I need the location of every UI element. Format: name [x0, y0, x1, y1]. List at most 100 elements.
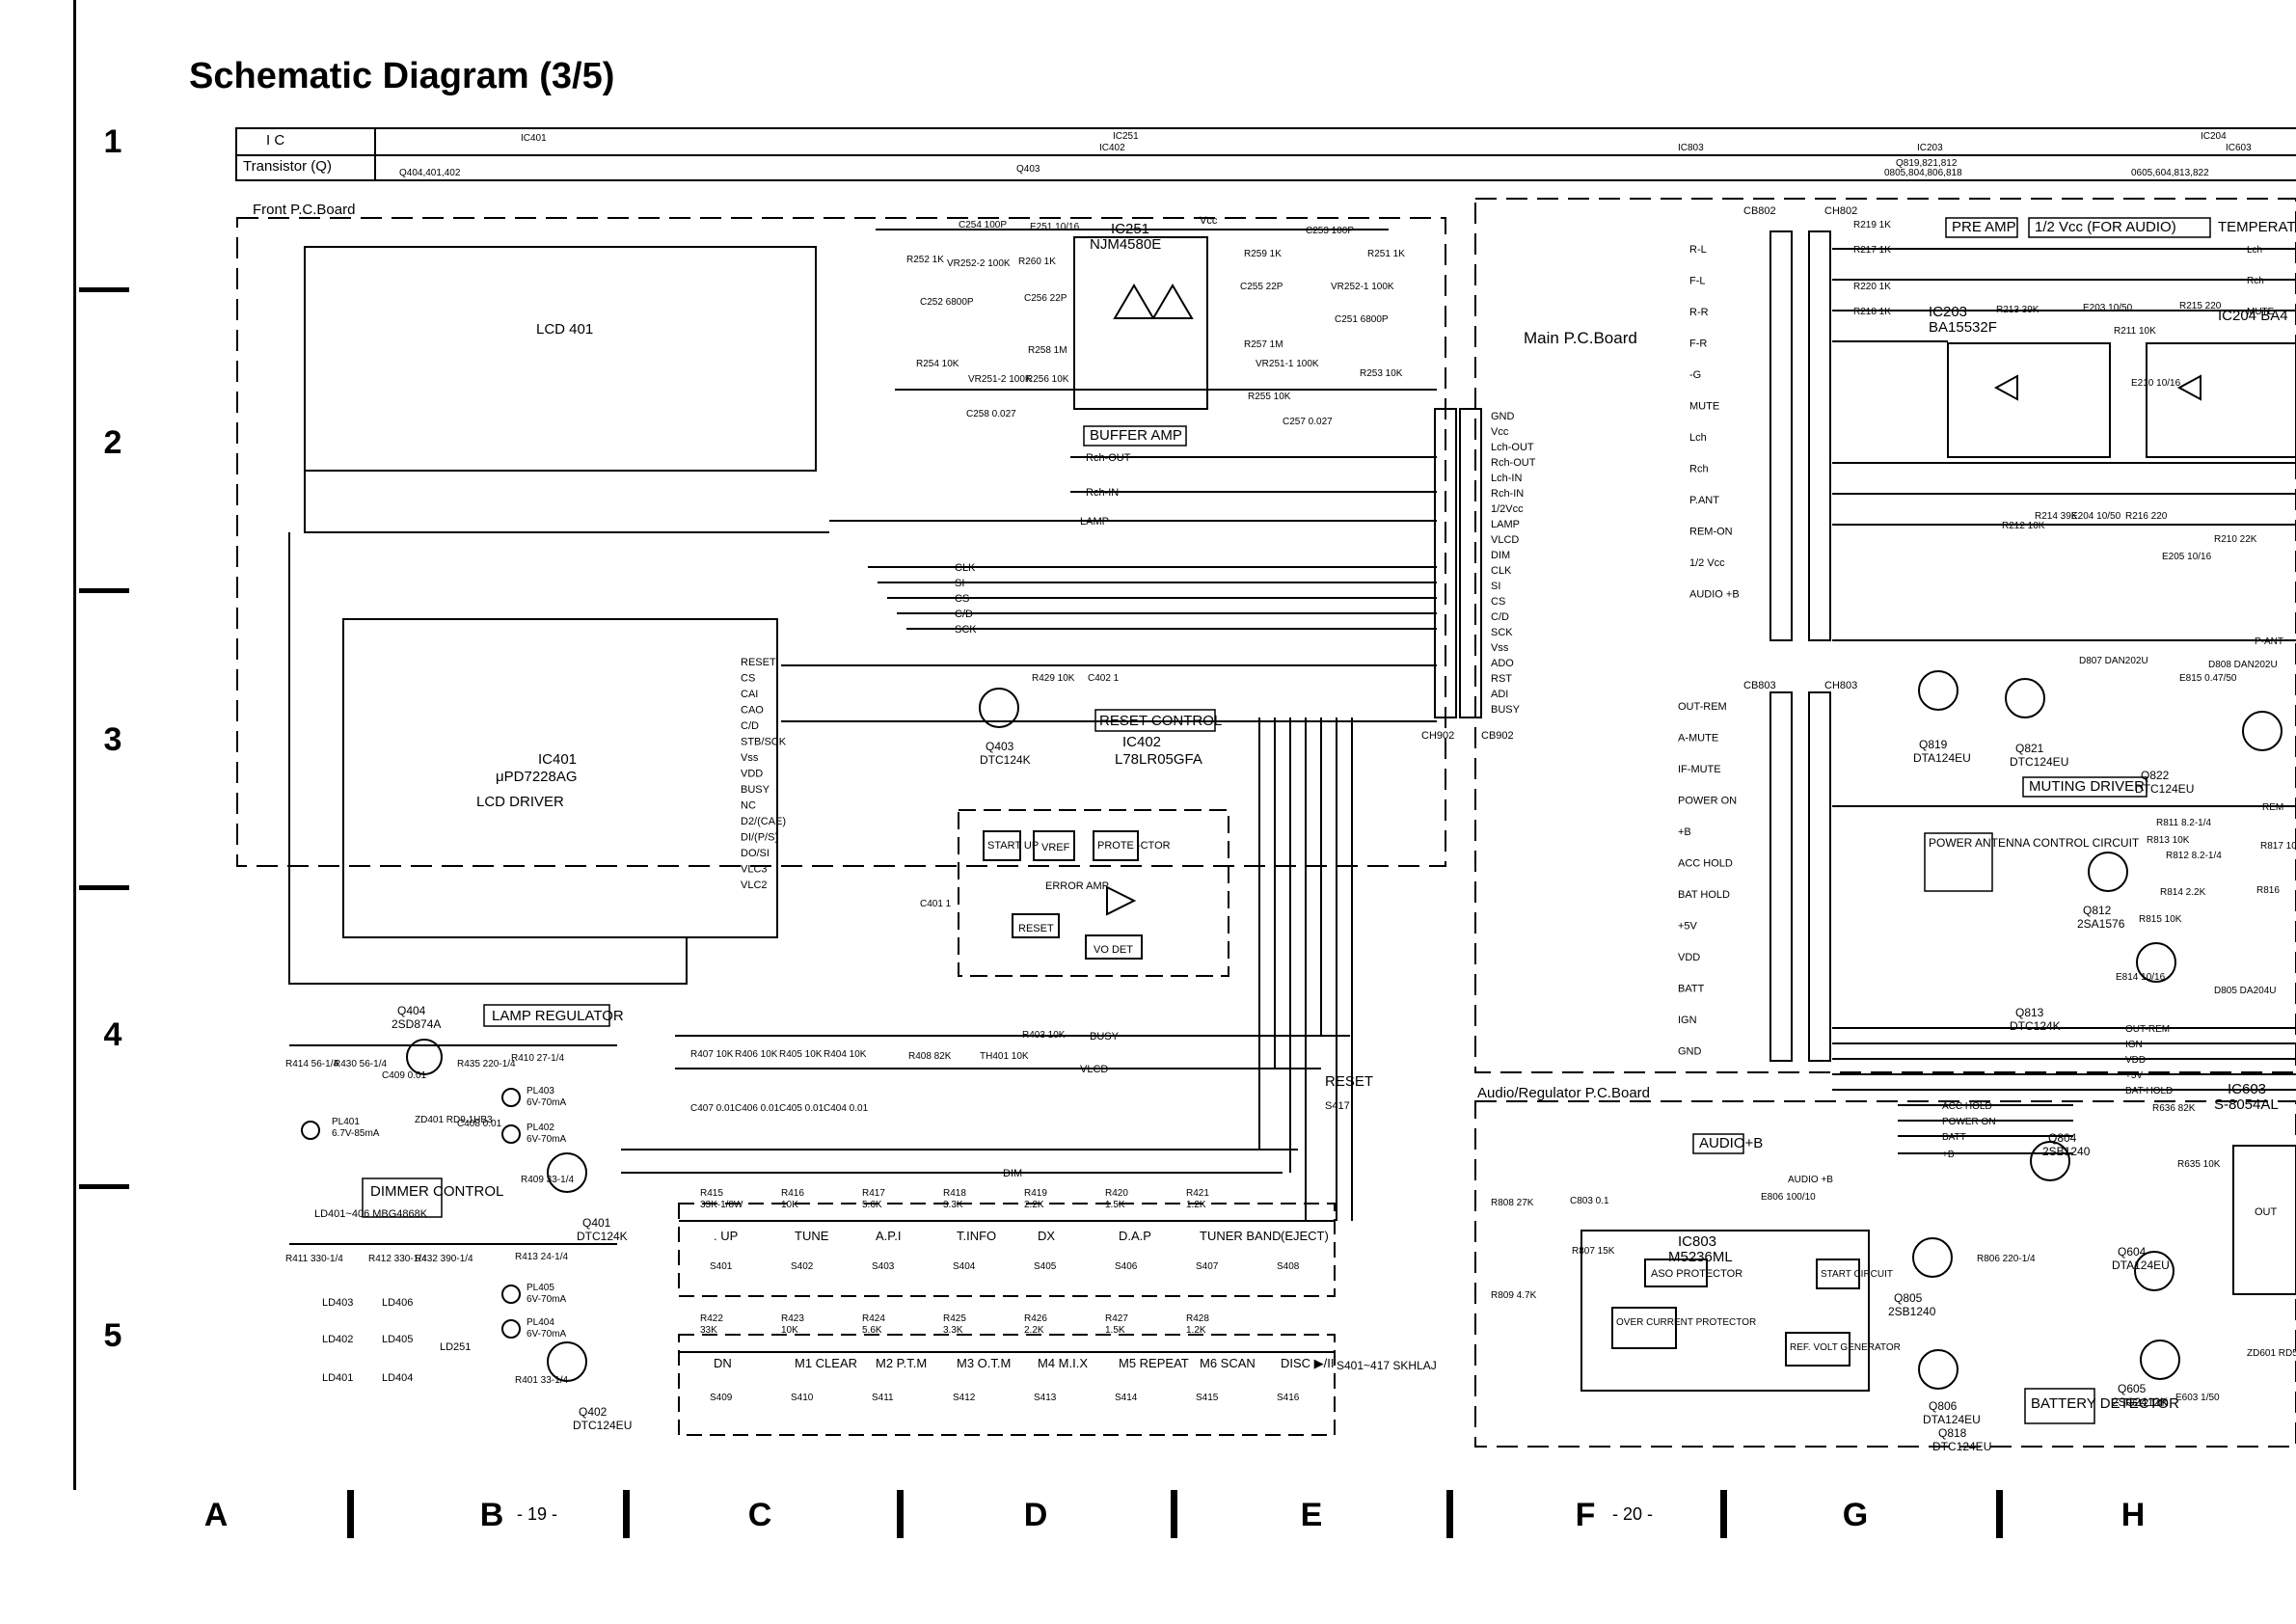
opamp-symbol — [1151, 284, 1194, 319]
component-label: C255 22P — [1240, 282, 1283, 292]
switch-ref: S403 — [872, 1261, 895, 1272]
connector-ch802 — [1808, 230, 1831, 641]
transistor-ref: Q402 — [579, 1405, 608, 1419]
transistor-part: 2SB1240 — [2042, 1145, 2091, 1158]
vo-det-block — [1085, 934, 1143, 960]
page-number-left: - 19 - — [517, 1504, 558, 1524]
component-label: R256 10K — [1026, 374, 1069, 385]
net-label: +B — [1942, 1150, 1955, 1160]
transistor-part: DTC124EU — [2010, 755, 2068, 769]
component-label: ZD401 RD9.1HB3 — [415, 1115, 493, 1125]
vo-det-label: VO DET — [1094, 944, 1133, 956]
transistor-part: 2SA1576 — [2077, 917, 2125, 931]
cb803-pin-label: +B — [1678, 826, 1691, 838]
switch-resistor-ref: R422 — [700, 1313, 723, 1324]
connector-pin-label: SCK — [1491, 627, 1513, 638]
component-label: VR252-2 100K — [947, 258, 1011, 269]
q804-symbol — [2030, 1141, 2070, 1181]
out-label: OUT — [2255, 1206, 2278, 1218]
switch-resistor-ref: R424 — [862, 1313, 885, 1324]
column-divider — [1446, 1490, 1453, 1538]
component-label: R813 10K — [2147, 835, 2190, 846]
cb802-pin-label: F-R — [1689, 338, 1707, 350]
q404-symbol — [406, 1039, 443, 1075]
bus-label: CS — [955, 593, 969, 605]
switch-resistor-value: 2.2K — [1024, 1200, 1044, 1210]
switch-resistor-value: 1.2K — [1186, 1325, 1206, 1336]
switch-resistor-value: 33K-1/8W — [700, 1200, 743, 1210]
opamp-symbol — [1993, 374, 2018, 401]
ic401-part-label: μPD7228AG — [496, 769, 578, 785]
ic402-block — [958, 809, 1229, 977]
bus-label: LAMP — [1080, 516, 1109, 528]
component-label: R212 10K — [2002, 521, 2045, 531]
cb802-pin-label: 1/2 Vcc — [1689, 557, 1725, 569]
component-label: R220 1K — [1853, 282, 1891, 292]
ic251-part-label: NJM4580E — [1090, 236, 1161, 253]
audio-board-outline — [1474, 1100, 2296, 1448]
switch-label: A.P.I — [876, 1229, 902, 1243]
row-divider — [79, 588, 129, 593]
component-label: R258 1M — [1028, 345, 1067, 356]
error-amp-symbol — [1106, 885, 1137, 916]
column-marker-f: F — [1575, 1497, 1596, 1533]
switch-label: M1 CLEAR — [795, 1356, 857, 1370]
transistor-cell: Q404,401,402 — [399, 168, 461, 178]
row-marker-5: 5 — [103, 1317, 122, 1354]
component-label: R806 220-1/4 — [1977, 1254, 2036, 1264]
ic401-pin-label: CAI — [741, 689, 758, 700]
cb802-pin-label: REM-ON — [1689, 527, 1733, 538]
switch-ref: S409 — [710, 1393, 733, 1403]
component-label: R636 82K — [2152, 1103, 2196, 1114]
ic603-label: IC603 — [2228, 1081, 2266, 1097]
component-label: R403 10K — [1022, 1030, 1066, 1041]
row-marker-2: 2 — [103, 424, 122, 461]
component-label: R817 10K — [2260, 841, 2296, 852]
net-label: Rch — [2247, 276, 2264, 286]
cb803-pin-label: IF-MUTE — [1678, 764, 1721, 775]
transistor-part: DTA124EU — [1913, 751, 1971, 765]
block-title-frame — [1924, 832, 1993, 892]
net-label: P-ANT — [2255, 636, 2283, 647]
switch-label: DX — [1038, 1229, 1055, 1243]
lamp-spec: 6V-70mA — [527, 1097, 566, 1108]
connector-pin-label: GND — [1491, 411, 1515, 422]
ic203-block — [1947, 342, 2111, 458]
switch-ref: S406 — [1115, 1261, 1138, 1272]
component-label: R808 27K — [1491, 1198, 1534, 1208]
cb802-pin-label: R-R — [1689, 307, 1709, 318]
switch-label: DISC ▶/II — [1281, 1356, 1335, 1370]
aso-protector-block — [1644, 1259, 1708, 1287]
block-title-frame — [362, 1177, 443, 1218]
column-marker-b: B — [479, 1497, 504, 1533]
cb803-pin-label: VDD — [1678, 952, 1700, 963]
component-label: D808 DAN202U — [2208, 660, 2278, 670]
transistor-ref: Q813 — [2015, 1006, 2044, 1019]
column-marker-h: H — [2120, 1497, 2146, 1533]
ic-cell: IC402 — [1099, 143, 1125, 153]
ic401-pin-label: NC — [741, 800, 756, 812]
ic-cell: IC401 — [521, 133, 547, 144]
net-label: BATT — [1942, 1132, 1966, 1143]
reset-switch-label: RESET — [1325, 1073, 1373, 1090]
connector-ch803 — [1808, 691, 1831, 1062]
switch-label: D.A.P — [1119, 1229, 1151, 1243]
block-title-frame — [483, 1004, 610, 1027]
transistor-part: 2SB1240 — [1888, 1305, 1936, 1318]
switch-ref: S411 — [872, 1393, 894, 1403]
bus-label: BUSY — [1090, 1031, 1120, 1042]
bus-label: DIM — [1003, 1168, 1022, 1179]
connector-pin-label: RST — [1491, 673, 1512, 685]
connector-pin-label: CLK — [1491, 565, 1512, 577]
lcd-driver-label: LCD DRIVER — [476, 794, 564, 810]
net-label: POWER ON — [1942, 1117, 1996, 1127]
lamp-ref: PL404 — [527, 1317, 554, 1328]
over-current-label: OVER CURRENT PROTECTOR — [1616, 1317, 1756, 1328]
transistor-ref: Q812 — [2083, 904, 2112, 917]
component-label: C408 0.01 — [457, 1119, 502, 1129]
q605-symbol — [2140, 1340, 2180, 1380]
led-label: LD401 — [322, 1372, 353, 1384]
lamp-spec: 6V-70mA — [527, 1294, 566, 1305]
net-label: REM — [2262, 802, 2283, 813]
start-up-block — [983, 830, 1021, 861]
